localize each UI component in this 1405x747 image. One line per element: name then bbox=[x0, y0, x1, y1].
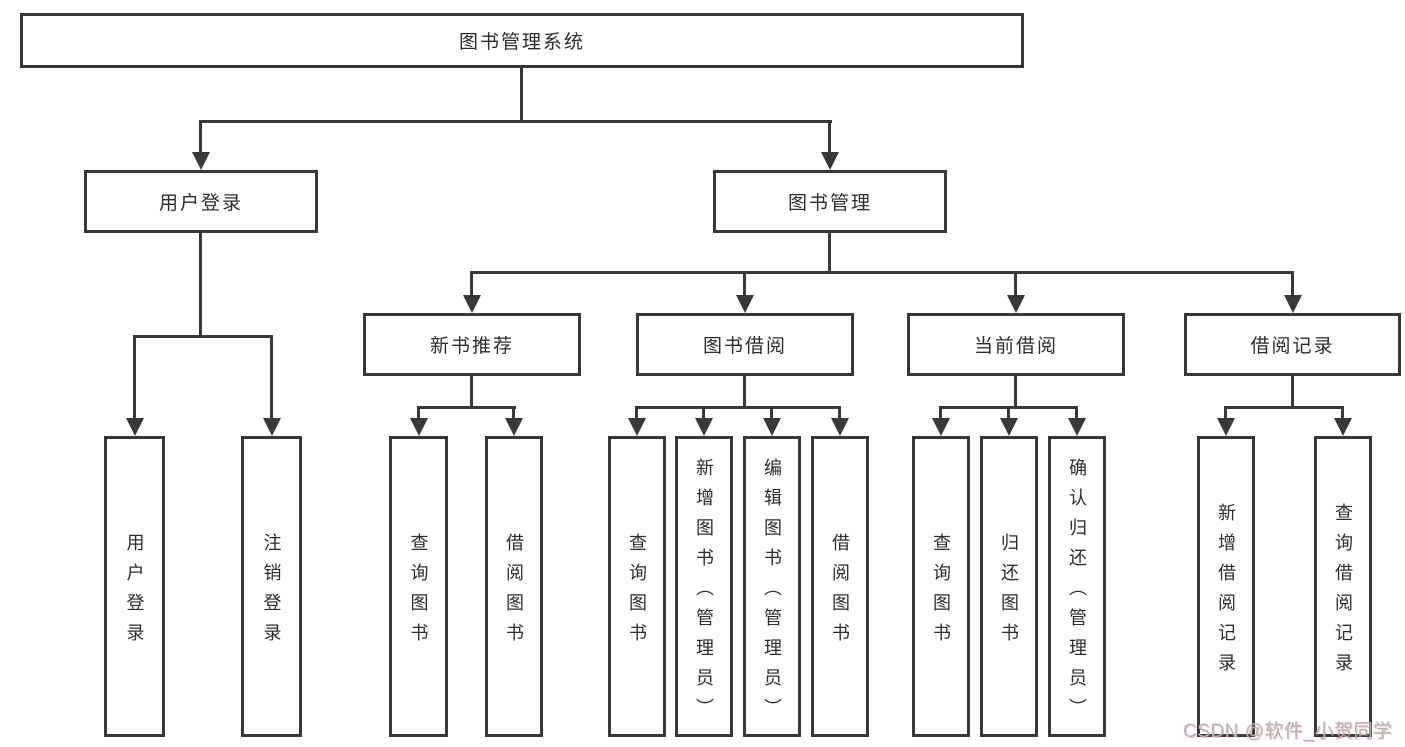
arrow-down-icon bbox=[263, 418, 281, 436]
connector-user-login-stem bbox=[199, 233, 202, 335]
node-label: 借阅记录 bbox=[1250, 336, 1335, 357]
node-label: 查询图书 bbox=[627, 532, 647, 653]
leaf-query-borrow-record: 查询借阅记录 bbox=[1314, 436, 1372, 737]
leaf-borrow-books-2: 借阅图书 bbox=[811, 436, 869, 737]
node-label: 归还图书 bbox=[999, 532, 1019, 653]
connector-book-management-split bbox=[470, 271, 1293, 274]
node-label: 图书管理 bbox=[787, 193, 872, 214]
node-label: 图书管理系统 bbox=[458, 32, 585, 53]
leaf-return-books: 归还图书 bbox=[980, 436, 1038, 737]
node-label: 图书借阅 bbox=[702, 336, 787, 357]
connector-new-book-stem bbox=[470, 376, 473, 406]
node-user-login: 用户登录 bbox=[84, 170, 318, 233]
node-label: 用户登录 bbox=[158, 193, 243, 214]
node-label: 当前借阅 bbox=[973, 336, 1058, 357]
connector-user-login-split bbox=[133, 335, 273, 338]
arrow-down-icon bbox=[695, 418, 713, 436]
connector-book-borrow-split bbox=[635, 406, 841, 409]
arrow-down-icon bbox=[410, 418, 428, 436]
connector-to-leaf bbox=[270, 335, 273, 419]
arrow-down-icon bbox=[505, 418, 523, 436]
node-borrow-records: 借阅记录 bbox=[1184, 313, 1401, 376]
node-book-borrow: 图书借阅 bbox=[636, 313, 854, 376]
leaf-add-borrow-record: 新增借阅记录 bbox=[1197, 436, 1255, 737]
connector-to-current-borrow bbox=[1014, 271, 1017, 296]
arrow-down-icon bbox=[1217, 418, 1235, 436]
connector-to-borrow-records bbox=[1291, 271, 1294, 296]
leaf-query-books-1: 查询图书 bbox=[389, 436, 448, 737]
node-label: 查询图书 bbox=[408, 532, 429, 653]
connector-to-leaf bbox=[635, 406, 638, 419]
node-label: 注销登录 bbox=[261, 532, 282, 653]
connector-to-leaf bbox=[838, 406, 841, 419]
arrow-down-icon bbox=[463, 295, 481, 313]
node-label: 新增借阅记录 bbox=[1216, 502, 1236, 683]
arrow-down-icon bbox=[1007, 295, 1025, 313]
connector-to-book-borrow bbox=[743, 271, 746, 296]
connector-to-new-book bbox=[470, 271, 473, 296]
node-label: 用户登录 bbox=[124, 532, 145, 653]
arrow-down-icon bbox=[831, 418, 849, 436]
leaf-confirm-return-admin: 确认归还（管理员） bbox=[1048, 436, 1106, 737]
connector-borrow-records-split bbox=[1224, 406, 1344, 409]
connector-root-stem bbox=[520, 68, 523, 120]
leaf-query-books-3: 查询图书 bbox=[912, 436, 970, 737]
connector-book-management-stem bbox=[828, 233, 831, 271]
node-label: 查询图书 bbox=[931, 532, 951, 653]
node-current-borrow: 当前借阅 bbox=[907, 313, 1125, 376]
connector-to-leaf bbox=[133, 335, 136, 419]
connector-to-leaf bbox=[417, 406, 420, 419]
leaf-logout: 注销登录 bbox=[241, 436, 302, 737]
connector-to-leaf bbox=[512, 406, 515, 419]
watermark: CSDN @软件_小贺同学 bbox=[1183, 721, 1393, 742]
connector-to-leaf bbox=[1224, 406, 1227, 419]
arrow-down-icon bbox=[1000, 418, 1018, 436]
leaf-query-books-2: 查询图书 bbox=[608, 436, 666, 737]
leaf-edit-books-admin: 编辑图书（管理员） bbox=[743, 436, 801, 737]
node-new-book-recommend: 新书推荐 bbox=[363, 313, 581, 376]
connector-book-borrow-stem bbox=[743, 376, 746, 406]
connector-to-leaf bbox=[770, 406, 773, 419]
arrow-down-icon bbox=[1284, 295, 1302, 313]
node-label: 查询借阅记录 bbox=[1333, 502, 1353, 683]
connector-to-book-management bbox=[828, 120, 831, 153]
leaf-borrow-books-1: 借阅图书 bbox=[485, 436, 543, 737]
leaf-add-books-admin: 新增图书（管理员） bbox=[675, 436, 733, 737]
arrow-down-icon bbox=[1334, 418, 1352, 436]
leaf-user-login: 用户登录 bbox=[104, 436, 165, 737]
connector-to-leaf bbox=[939, 406, 942, 419]
node-book-management: 图书管理 bbox=[713, 170, 947, 233]
connector-current-borrow-stem bbox=[1014, 376, 1017, 406]
arrow-down-icon bbox=[763, 418, 781, 436]
arrow-down-icon bbox=[821, 152, 839, 170]
node-label: 借阅图书 bbox=[504, 532, 524, 653]
arrow-down-icon bbox=[736, 295, 754, 313]
connector-to-user-login bbox=[199, 120, 202, 153]
connector-to-leaf bbox=[1007, 406, 1010, 419]
node-label: 编辑图书（管理员） bbox=[762, 457, 782, 728]
node-label: 确认归还（管理员） bbox=[1067, 457, 1087, 728]
arrow-down-icon bbox=[1068, 418, 1086, 436]
arrow-down-icon bbox=[628, 418, 646, 436]
arrow-down-icon bbox=[126, 418, 144, 436]
arrow-down-icon bbox=[932, 418, 950, 436]
connector-to-leaf bbox=[702, 406, 705, 419]
node-label: 新书推荐 bbox=[429, 336, 514, 357]
node-root: 图书管理系统 bbox=[20, 13, 1024, 68]
node-label: 借阅图书 bbox=[830, 532, 850, 653]
connector-to-leaf bbox=[1075, 406, 1078, 419]
node-label: 新增图书（管理员） bbox=[694, 457, 714, 728]
arrow-down-icon bbox=[192, 152, 210, 170]
connector-to-leaf bbox=[1341, 406, 1344, 419]
connector-new-book-split bbox=[417, 406, 516, 409]
connector-root-split bbox=[199, 120, 832, 123]
connector-borrow-records-stem bbox=[1291, 376, 1294, 406]
